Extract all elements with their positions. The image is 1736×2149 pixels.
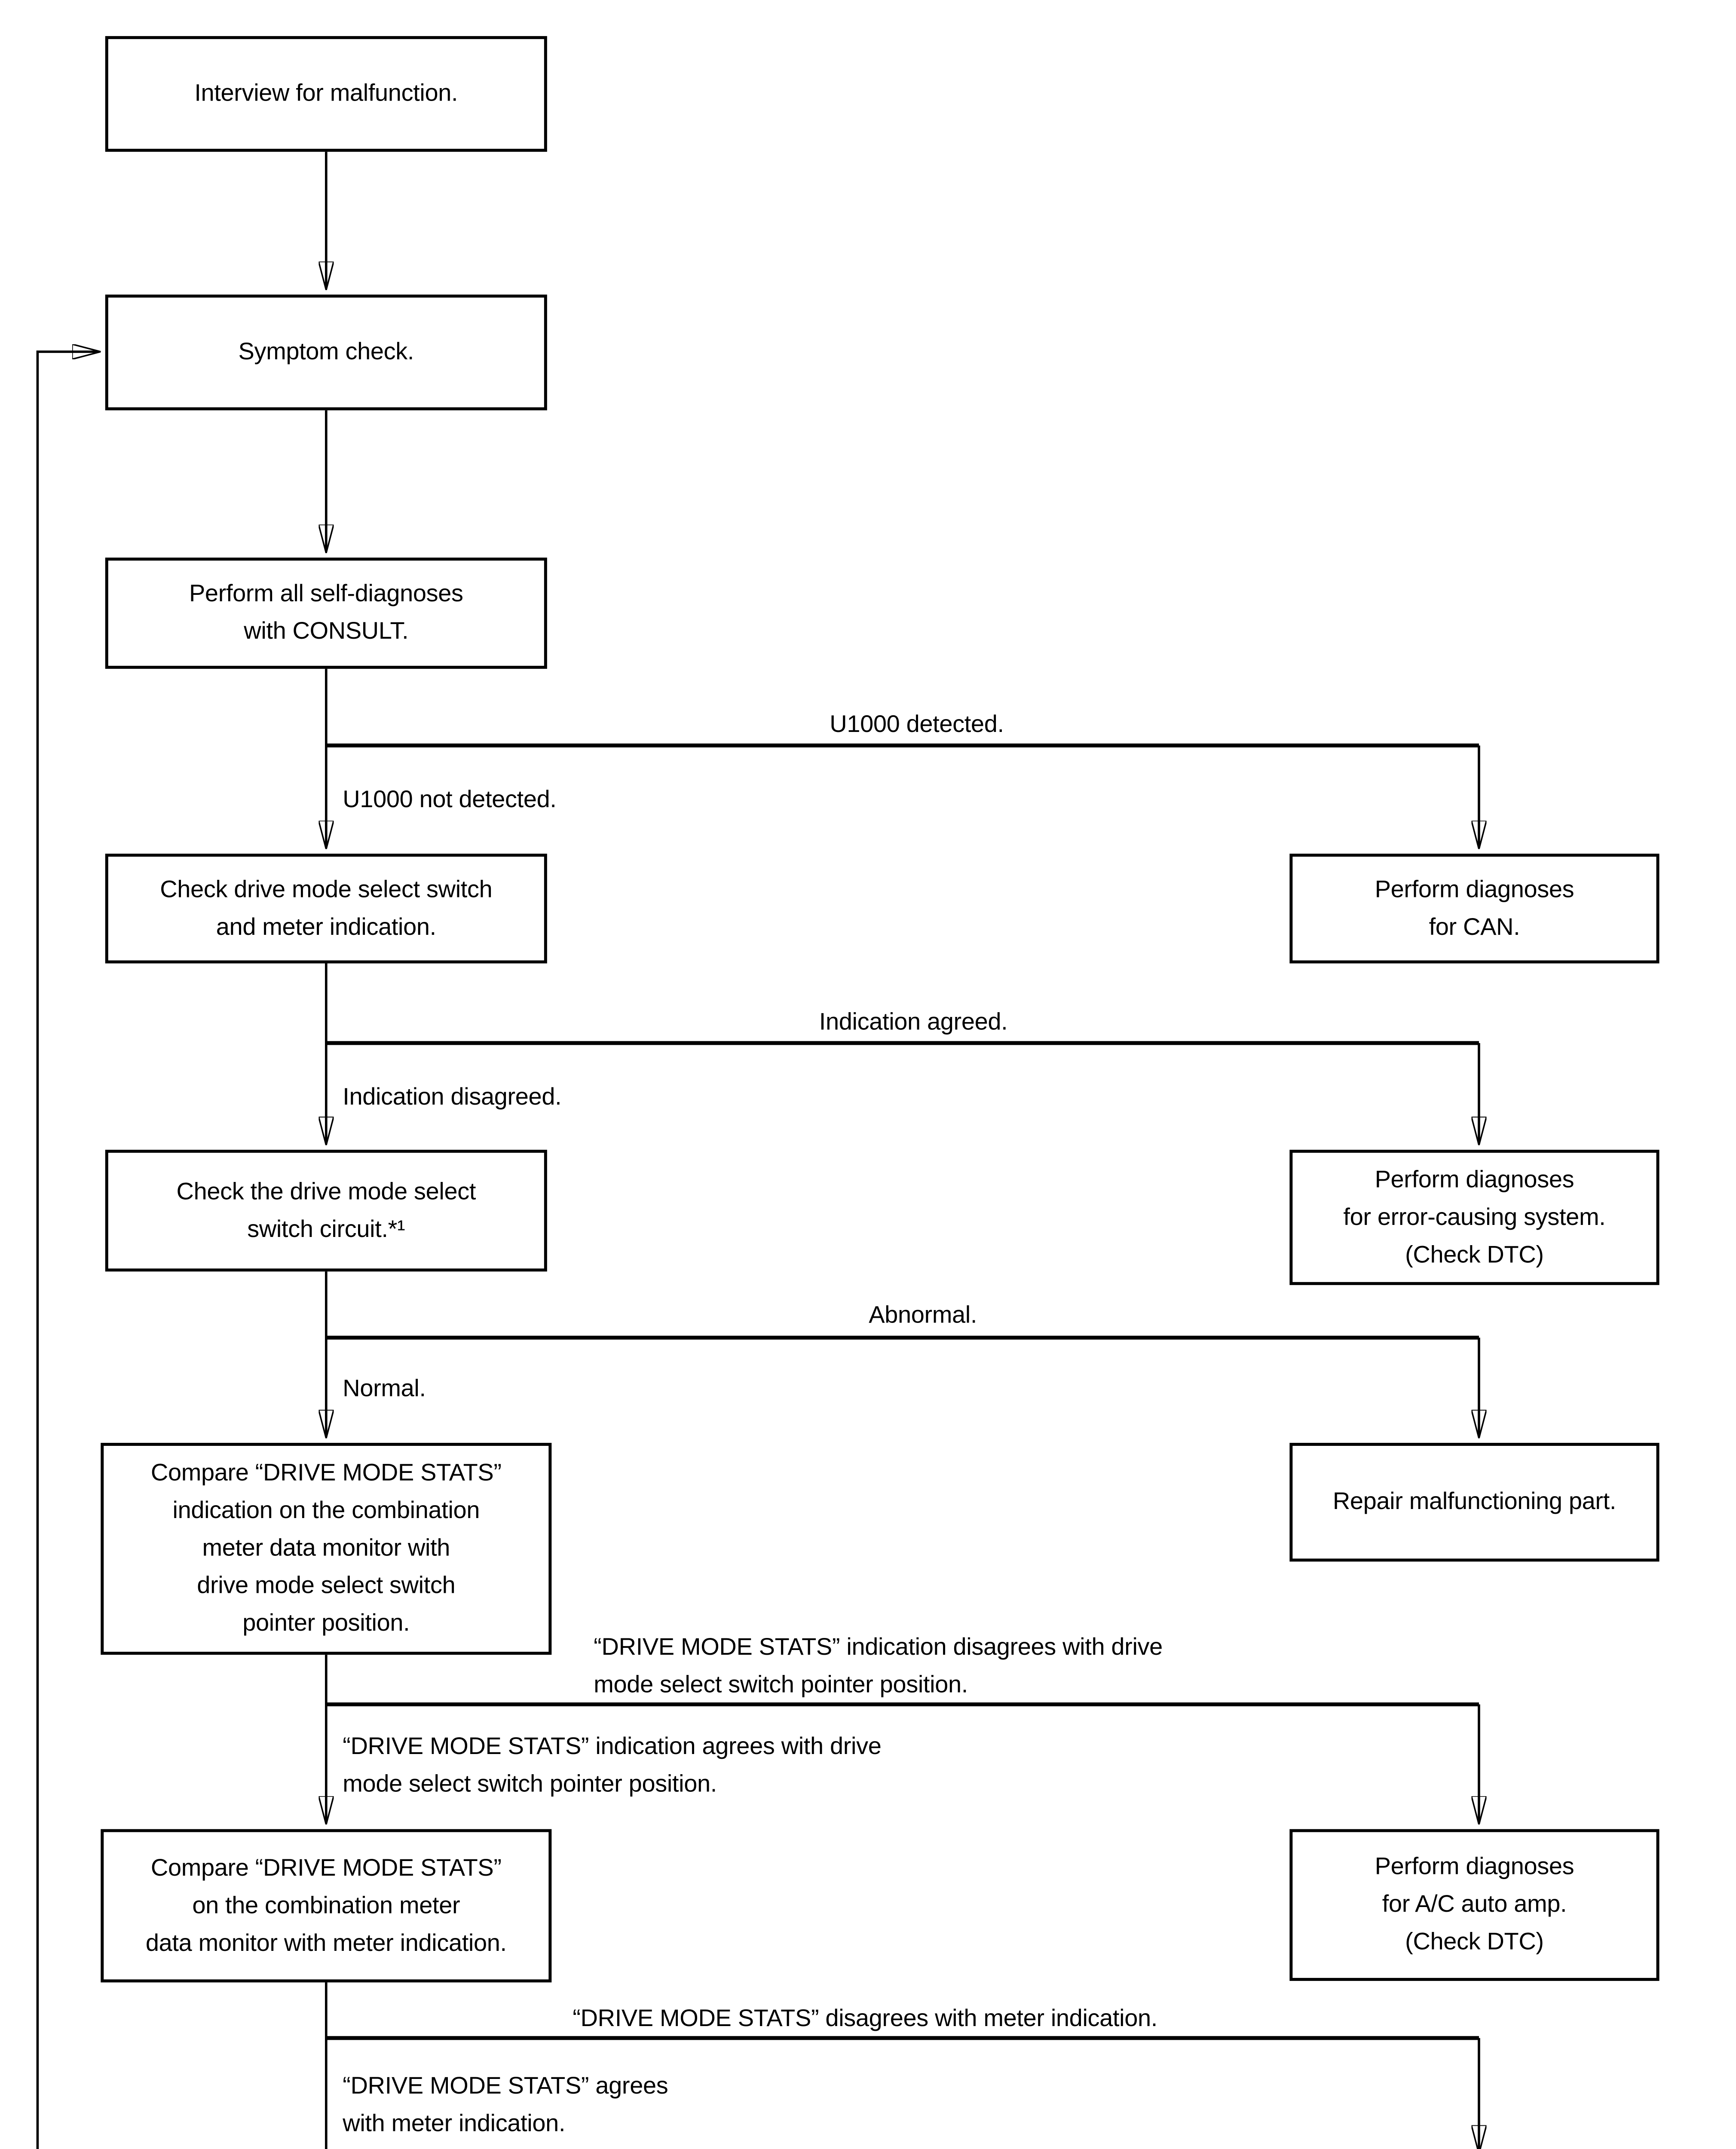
edge-label-abnormal: Abnormal.	[869, 1303, 977, 1329]
node-symptom-check: Symptom check.	[105, 294, 547, 410]
edge-label-dms-agrees-pointer: “DRIVE MODE STATS” indication agrees wit…	[343, 1734, 882, 1798]
edge-label-indication-disagreed: Indication disagreed.	[343, 1085, 562, 1111]
node-diagnoses-error-system: Perform diagnoses for error-causing syst…	[1289, 1150, 1659, 1285]
connector-loop-to-symptom	[36, 352, 326, 2149]
edge-label-u1000-detected: U1000 detected.	[830, 712, 1004, 738]
node-diagnoses-can: Perform diagnoses for CAN.	[1289, 854, 1659, 964]
edge-label-u1000-not-detected: U1000 not detected.	[343, 787, 557, 813]
node-check-switch: Check drive mode select switch and meter…	[105, 854, 547, 964]
node-check-circuit: Check the drive mode select switch circu…	[105, 1150, 547, 1272]
edge-label-dms-disagrees-pointer: “DRIVE MODE STATS” indication disagrees …	[594, 1635, 1163, 1699]
node-diagnoses-ac-amp: Perform diagnoses for A/C auto amp. (Che…	[1289, 1829, 1659, 1981]
edge-label-indication-agreed: Indication agreed.	[819, 1010, 1008, 1036]
node-repair-part: Repair malfunctioning part.	[1289, 1443, 1659, 1562]
edge-label-dms-disagrees-meter: “DRIVE MODE STATS” disagrees with meter …	[573, 2006, 1157, 2032]
node-compare-meter: Compare “DRIVE MODE STATS” on the combin…	[101, 1829, 552, 1983]
node-interview: Interview for malfunction.	[105, 36, 547, 152]
node-self-diagnoses: Perform all self-diagnoses with CONSULT.	[105, 557, 547, 669]
edge-label-dms-agrees-meter: “DRIVE MODE STATS” agrees with meter ind…	[343, 2074, 668, 2137]
node-compare-pointer: Compare “DRIVE MODE STATS” indication on…	[101, 1443, 552, 1655]
edge-label-normal: Normal.	[343, 1377, 426, 1402]
